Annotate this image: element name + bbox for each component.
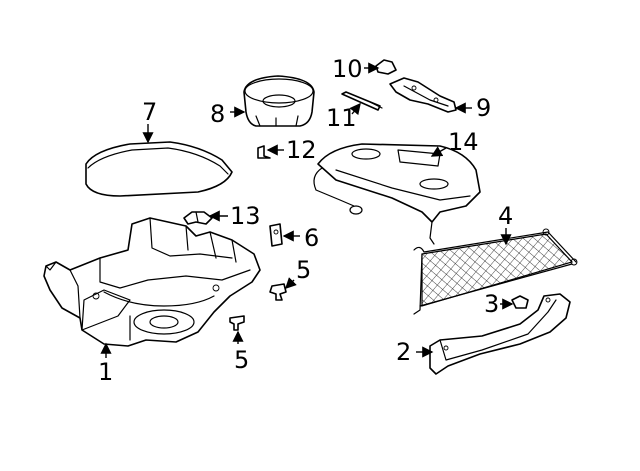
leader-arrows <box>100 62 514 358</box>
callout-3: 3 <box>484 290 499 318</box>
callout-11: 11 <box>326 104 357 132</box>
part-6-latch <box>269 223 283 247</box>
part-9-jack <box>389 77 457 113</box>
part-11-jack-handle <box>341 91 383 111</box>
callout-8: 8 <box>210 100 225 128</box>
part-3-nut <box>511 295 529 309</box>
part-4-cargo-net <box>413 228 578 315</box>
callout-2: 2 <box>396 338 411 366</box>
part-8-storage-tray <box>243 75 315 127</box>
part-12-pin <box>257 145 271 159</box>
callout-9: 9 <box>476 94 491 122</box>
callout-10: 10 <box>332 55 363 83</box>
part-10-bracket <box>375 59 397 75</box>
part-5-fastener-upper <box>269 283 287 301</box>
callout-13: 13 <box>230 202 261 230</box>
callout-1: 1 <box>98 358 113 386</box>
part-7-floor-mat <box>85 141 233 197</box>
part-1-trunk-tub <box>43 217 261 347</box>
part-13-clip <box>183 211 213 225</box>
callout-14: 14 <box>448 128 479 156</box>
part-14-rear-shelf <box>313 143 481 245</box>
part-2-trim-panel <box>429 293 571 375</box>
part-5-fastener-lower <box>229 315 245 331</box>
callout-12: 12 <box>286 136 317 164</box>
callout-5-lower: 5 <box>234 346 249 374</box>
callout-7: 7 <box>142 98 157 126</box>
callout-6: 6 <box>304 224 319 252</box>
callout-4: 4 <box>498 202 513 230</box>
callout-5-upper: 5 <box>296 256 311 284</box>
